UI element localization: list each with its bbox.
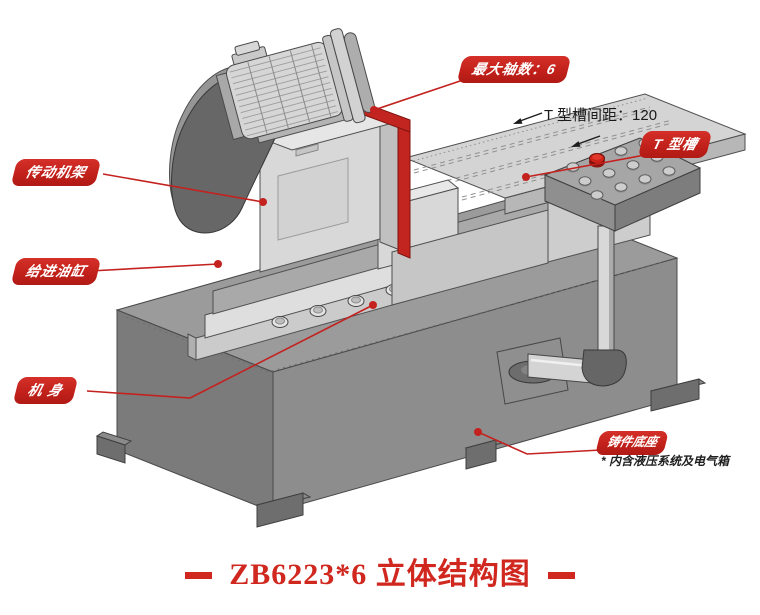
support-arm — [496, 225, 627, 405]
t-slot-spacing-label: T 型槽间距：120 — [544, 107, 658, 124]
callout-t-slot: T 型槽 — [637, 131, 713, 158]
panel-buttons — [566, 138, 676, 201]
base-foot — [255, 492, 312, 528]
leader-lines — [86, 78, 646, 455]
base-foot — [95, 431, 133, 464]
page-title: ZB6223*6 立体结构图 — [229, 558, 531, 591]
callout-transmission-frame: 传动机架 — [10, 159, 102, 186]
callout-feed-cylinder: 给进油缸 — [10, 258, 102, 285]
base-foot — [649, 378, 707, 412]
dimension-arrows — [513, 112, 601, 147]
callout-machine-body: 机 身 — [12, 377, 79, 404]
t-slot-grooves — [413, 106, 697, 201]
leader-dots — [214, 106, 530, 436]
base-foot — [464, 439, 504, 470]
title-dash-right — [547, 571, 575, 579]
control-post — [597, 225, 615, 365]
title-dash-left — [185, 571, 213, 579]
spindle-plate-side — [397, 115, 411, 259]
motor-fins — [229, 47, 338, 137]
callout-max-axes: 最大轴数：6 — [456, 56, 572, 83]
callout-casting-base: 铸件底座 — [595, 431, 669, 455]
motor — [215, 28, 375, 144]
casting-base-note: * 内含液压系统及电气箱 — [601, 454, 730, 468]
title-block: ZB6223*6 立体结构图 — [0, 560, 760, 590]
